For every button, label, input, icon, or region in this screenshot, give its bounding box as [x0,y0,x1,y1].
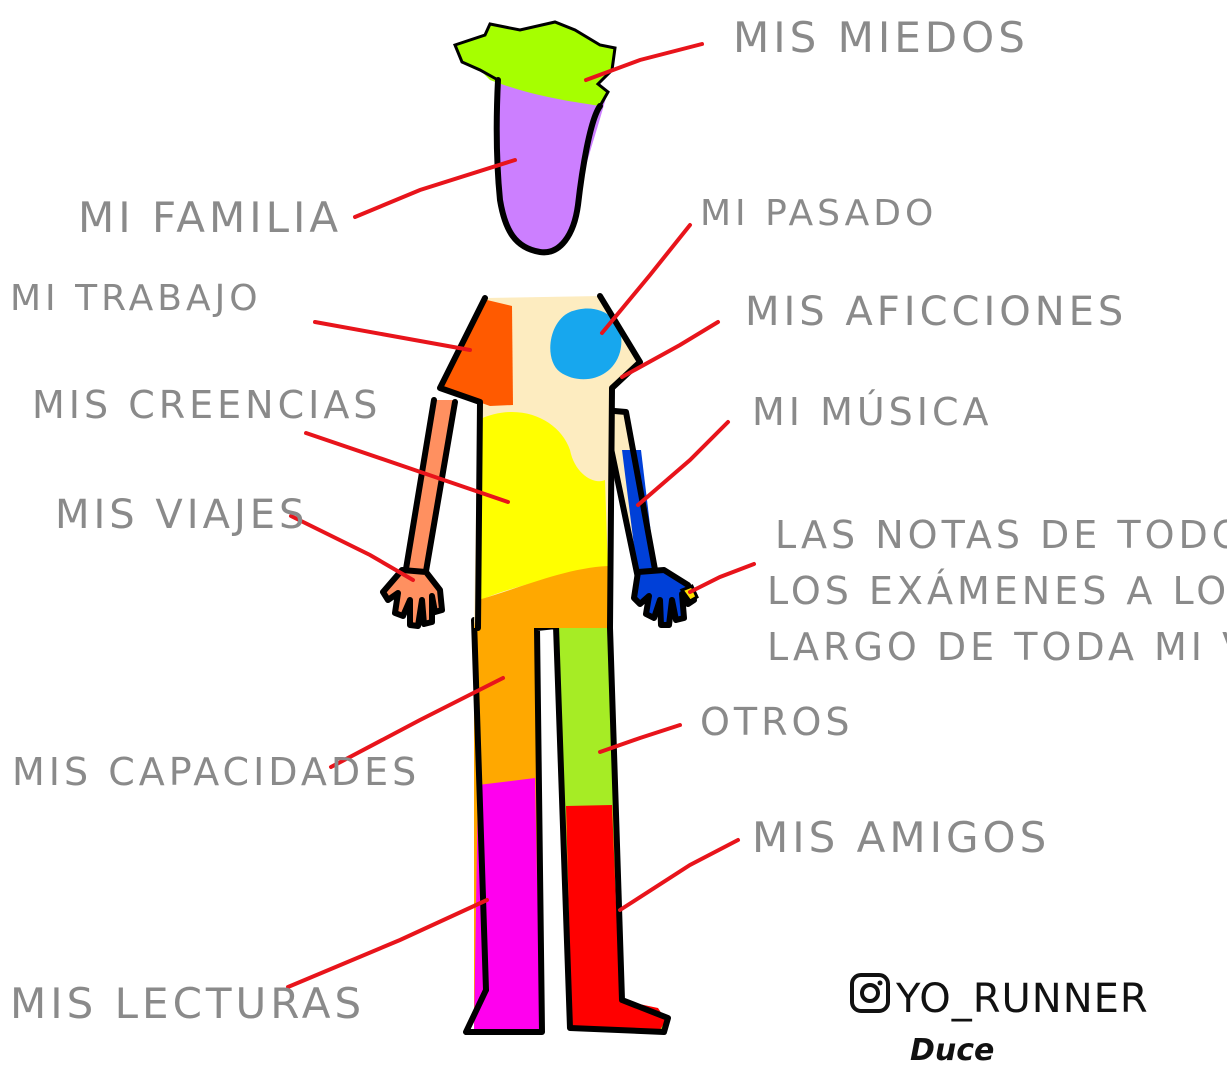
label-amigos: MIS AMIGOS [752,813,1050,862]
left-hand [380,567,445,629]
leader-lecturas [286,898,489,989]
label-notas-line-3: LARGO DE TODA MI VIDA [767,625,1227,669]
leader-viajes [289,514,415,582]
left-arm [380,397,458,629]
right-arm [600,407,699,628]
label-notas-line-2: LOS EXÁMENES A LO [767,569,1227,613]
label-miedos: MIS MIEDOS [733,13,1029,62]
leader-notas [688,562,756,594]
miedos-hair [455,22,615,106]
instagram-icon [850,973,890,1013]
leader-capacidades [329,676,505,769]
label-otros: OTROS [700,700,854,744]
leader-otros [598,723,682,754]
label-pasado: MI PASADO [700,193,937,234]
right-hand [631,567,697,628]
leader-miedos [584,42,704,82]
label-creencias: MIS CREENCIAS [32,383,381,427]
leader-lines [286,42,756,989]
label-viajes: MIS VIAJES [55,492,308,538]
head [453,20,617,256]
credit-signature: Duce [910,1033,994,1068]
credit-handle: YO_RUNNER [895,976,1149,1022]
leader-musica [636,420,730,507]
leader-creencias [304,431,510,504]
leader-pasado [600,223,692,335]
pasado-patch [550,308,622,380]
leader-familia [353,158,517,219]
label-notas-line-1: LAS NOTAS DE TODOS [775,513,1227,557]
label-musica: MI MÚSICA [752,390,993,434]
label-trabajo: MI TRABAJO [10,278,262,319]
label-aficciones: MIS AFICCIONES [745,289,1127,335]
leader-aficciones [620,320,720,379]
labels: MIS MIEDOS MI FAMILIA MI PASADO MI TRABA… [10,13,1227,1028]
legs [463,617,671,1035]
label-capacidades: MIS CAPACIDADES [12,750,420,794]
leader-trabajo [313,320,472,352]
label-familia: MI FAMILIA [78,193,342,242]
credit: YO_RUNNER Duce [850,973,1149,1068]
torso [437,293,643,631]
leader-amigos [618,838,740,912]
label-lecturas: MIS LECTURAS [10,979,365,1028]
figure [380,20,699,1035]
